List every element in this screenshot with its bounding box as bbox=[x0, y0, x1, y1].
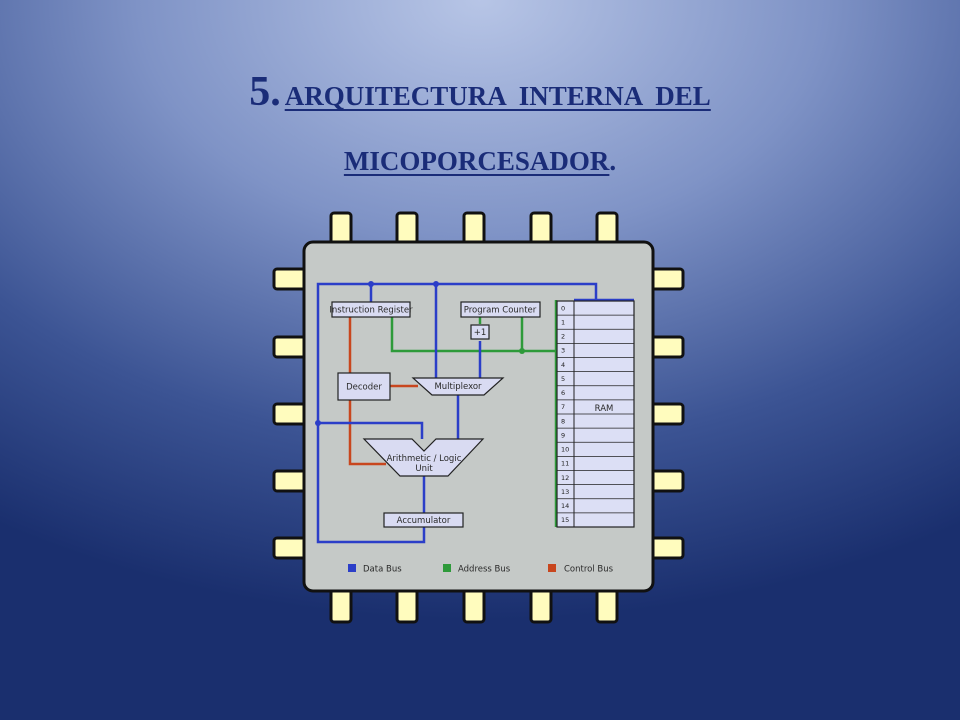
ram-address-11: 11 bbox=[561, 460, 569, 468]
ram-address-15: 15 bbox=[561, 516, 569, 524]
alu-label-line-1: Arithmetic / Logic bbox=[387, 454, 462, 464]
title-number: 5. bbox=[249, 69, 281, 115]
legend-swatch-data-bus bbox=[348, 564, 356, 572]
title-text-line-2: MICOPORCESADOR bbox=[343, 146, 610, 176]
program-counter-label: Program Counter bbox=[464, 306, 537, 316]
instruction-register: Instruction Register bbox=[329, 301, 413, 318]
program-counter: Program Counter bbox=[460, 301, 541, 318]
ram-address-8: 8 bbox=[561, 417, 565, 425]
ram-address-14: 14 bbox=[561, 502, 569, 510]
control-bus-lines bbox=[348, 317, 418, 466]
decoder-label: Decoder bbox=[346, 383, 382, 393]
legend-label-control-bus: Control Bus bbox=[564, 565, 614, 575]
ram-address-5: 5 bbox=[561, 375, 565, 383]
accumulator-label: Accumulator bbox=[397, 516, 451, 526]
decoder: Decoder bbox=[337, 372, 391, 401]
ram-address-10: 10 bbox=[561, 446, 569, 454]
address-bus-lines bbox=[390, 300, 558, 527]
incrementer-label: +1 bbox=[474, 328, 487, 338]
accumulator: Accumulator bbox=[383, 512, 464, 528]
multiplexor: Multiplexor bbox=[411, 377, 505, 396]
title-line-2: MICOPORCESADOR. bbox=[0, 131, 960, 196]
title-text-line-1: ARQUITECTURA INTERNA DEL bbox=[284, 81, 711, 111]
ram-label: RAM bbox=[595, 404, 614, 414]
legend-label-address-bus: Address Bus bbox=[458, 565, 511, 575]
legend-swatch-control-bus bbox=[548, 564, 556, 572]
bus-legend: Data Bus Address Bus Control Bus bbox=[348, 564, 614, 575]
ram-address-12: 12 bbox=[561, 474, 569, 482]
ram-address-0: 0 bbox=[561, 304, 565, 312]
ram-address-1: 1 bbox=[561, 318, 565, 326]
ram-address-7: 7 bbox=[561, 403, 565, 411]
bus-junction-dots bbox=[315, 281, 525, 426]
arithmetic-logic-unit: Arithmetic / Logic Unit bbox=[362, 438, 485, 477]
legend-label-data-bus: Data Bus bbox=[363, 565, 402, 575]
ram-address-3: 3 bbox=[561, 347, 565, 355]
ram-address-13: 13 bbox=[561, 488, 569, 496]
title-period: . bbox=[609, 146, 617, 176]
data-bus-lines bbox=[316, 282, 634, 544]
instruction-register-label: Instruction Register bbox=[329, 306, 413, 316]
ram-address-2: 2 bbox=[561, 333, 565, 341]
alu-label-line-2: Unit bbox=[415, 464, 433, 474]
slide-title: 5. ARQUITECTURA INTERNA DEL MICOPORCESAD… bbox=[0, 62, 960, 196]
title-line-1: 5. ARQUITECTURA INTERNA DEL bbox=[0, 62, 960, 131]
ram-address-4: 4 bbox=[561, 361, 565, 369]
multiplexor-label: Multiplexor bbox=[434, 382, 482, 392]
incrementer: +1 bbox=[470, 324, 490, 340]
ram-address-6: 6 bbox=[561, 389, 565, 397]
legend-swatch-address-bus bbox=[443, 564, 451, 572]
ram-address-9: 9 bbox=[561, 431, 565, 439]
